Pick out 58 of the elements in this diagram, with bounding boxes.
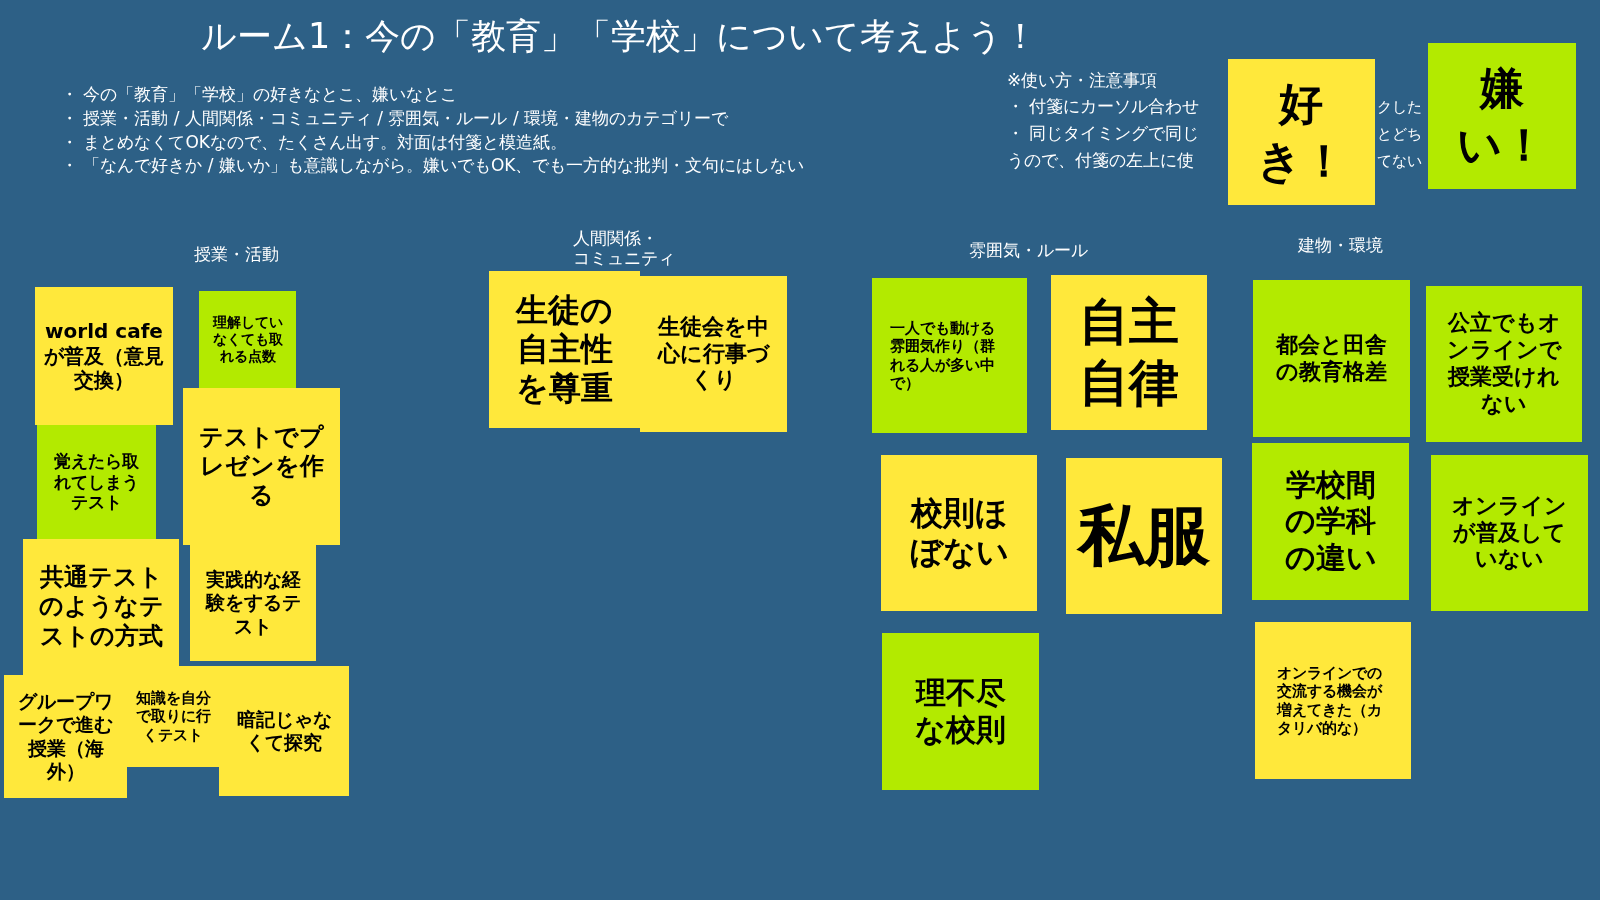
sticky-note [881, 455, 1037, 611]
sticky-note [183, 388, 340, 545]
sticky-note [1066, 458, 1222, 614]
sticky-note [190, 545, 316, 661]
sticky-note [1426, 286, 1582, 442]
sticky-note-text: 暗記じゃなくて探究 [235, 707, 333, 755]
sticky-note [37, 425, 156, 539]
sticky-note-text: グループワークで進む授業（海外） [17, 690, 114, 783]
sticky-note-text: オンラインでの交流する機会が増えてきた（カタリバ的な） [1277, 663, 1384, 738]
category-heading: 建物・環境 [1298, 235, 1383, 255]
usage-note-text: ・ 付箋にカーソル合わせ [1007, 96, 1200, 116]
sticky-note-text: world cafeが普及（意見交換） [43, 319, 165, 393]
sticky-note [35, 287, 173, 425]
legend-text: 好き！ [1256, 76, 1347, 188]
sticky-note [1051, 275, 1207, 430]
sticky-note [199, 291, 296, 388]
usage-note-text: とどち [1377, 124, 1422, 144]
sticky-note-text: テストでプレゼンを作る [198, 422, 325, 511]
sticky-note-text: 覚えたら取れてしまうテスト [53, 450, 140, 514]
sticky-note-text: 理不尽な校則 [914, 674, 1007, 749]
sticky-note-text: 知識を自分で取りに行くテスト [134, 689, 212, 744]
category-heading: 雰囲気・ルール [969, 240, 1088, 260]
sticky-note [882, 633, 1039, 790]
category-heading: 人間関係・コミュニティ [573, 228, 676, 268]
sticky-note-text: 共通テストのようなテストの方式 [37, 563, 165, 651]
sticky-note [1252, 443, 1409, 600]
instruction-text: ・ まとめなくてOKなので、たくさん出す。対面は付箋と模造紙。 [61, 132, 567, 152]
sticky-note [872, 278, 1027, 433]
usage-note-text: ・ 同じタイミングで同じ [1007, 123, 1200, 143]
sticky-note-text: 生徒の自主性を尊重 [514, 290, 614, 409]
sticky-note-text: オンラインが普及していない [1451, 492, 1568, 574]
sticky-note [1253, 280, 1410, 437]
instruction-text: ・ 授業・活動 / 人間関係・コミュニティ / 雰囲気・ルール / 環境・建物のカテゴリーで [61, 108, 728, 128]
sticky-note-text: 生徒会を中心に行事づくり [656, 313, 771, 395]
legend-text: 嫌い！ [1456, 60, 1548, 172]
sticky-note [1431, 455, 1588, 611]
usage-note-text: ※使い方・注意事項 [1007, 70, 1158, 90]
category-heading: 授業・活動 [194, 244, 279, 264]
sticky-note-text: 公立でもオンラインで授業受けれない [1445, 310, 1563, 418]
sticky-note [640, 276, 787, 432]
sticky-note-text: 校則ほぼない [908, 493, 1010, 573]
sticky-note-text: 都会と田舎の教育格差 [1274, 331, 1388, 386]
sticky-note [1255, 622, 1411, 779]
usage-note-text: うので、付箋の左上に使 [1007, 150, 1194, 170]
sticky-note-text: 理解していなくても取れる点数 [211, 313, 284, 366]
sticky-note [219, 666, 349, 796]
sticky-note [23, 539, 179, 675]
usage-note-text: クした [1377, 97, 1422, 117]
sticky-note [489, 271, 640, 428]
sticky-note-text: 実践的な経験をするテスト [204, 568, 302, 638]
instruction-text: ・ 今の「教育」「学校」の好きなとこ、嫌いなとこ [61, 84, 458, 104]
sticky-note-text: 一人でも動ける雰囲気作り（群れる人が多い中で） [890, 318, 996, 393]
sticky-note-text: 私服 [1078, 495, 1210, 576]
sticky-note-text: 学校間の学科の違い [1283, 466, 1378, 577]
sticky-note-text: 自主自律 [1078, 291, 1180, 414]
page-title: ルーム1：今の「教育」「学校」について考えよう！ [201, 15, 1039, 58]
instruction-text: ・ 「なんで好きか / 嫌いか」も意識しながら。嫌いでもOK、でも一方的な批判・文句にはしない [61, 155, 805, 175]
usage-note-text: てない [1377, 151, 1422, 171]
